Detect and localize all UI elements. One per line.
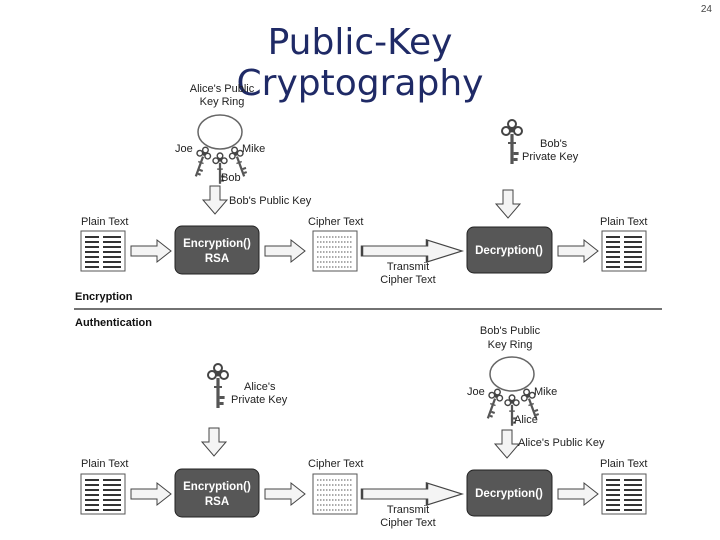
private-key-label-2: Private Key (231, 394, 288, 406)
encryption-box-algorithm: RSA (205, 253, 229, 265)
transmit-arrow-icon (360, 481, 464, 507)
plain-text-document-icon (80, 230, 126, 272)
encryption-box-algorithm: RSA (205, 496, 229, 508)
encryption-box (174, 468, 260, 518)
transmit-arrow-icon (360, 238, 464, 264)
cipher-text-document-icon (312, 230, 358, 272)
cipher-text-label: Cipher Text (308, 458, 363, 470)
right-arrow-icon (557, 239, 599, 263)
slide-title: Public-Key Cryptography (236, 22, 484, 104)
cipher-text-document-icon (312, 473, 358, 515)
right-arrow-icon (264, 482, 306, 506)
down-arrow-icon (495, 189, 521, 219)
key-ring-key-left: Joe (175, 143, 193, 155)
plain-text-output-document-icon (601, 230, 647, 272)
plain-text-output-label: Plain Text (600, 458, 648, 470)
plain-text-output-document-icon (601, 473, 647, 515)
private-key-label-1: Alice's (244, 381, 276, 393)
public-key-label: Bob's Public Key (229, 195, 312, 207)
key-ring-title-1: Bob's Public (480, 325, 541, 337)
encryption-box (174, 225, 260, 275)
down-arrow-icon (202, 185, 228, 215)
encryption-section: Alice's Public Key Ring Joe Mike Bob Bob… (75, 83, 648, 303)
key-ring-key-bottom: Bob (221, 172, 241, 184)
transmit-label-1: Transmit (387, 504, 429, 516)
authentication-section: Authentication Alice's Private Key Bob's… (75, 317, 648, 529)
decryption-box-label: Decryption() (475, 245, 543, 257)
private-key-icon (207, 363, 229, 409)
key-ring-title-2: Key Ring (200, 96, 245, 108)
private-key-icon (501, 119, 523, 165)
key-ring-title-1: Alice's Public (190, 83, 255, 95)
cipher-text-label: Cipher Text (308, 216, 363, 228)
right-arrow-icon (557, 482, 599, 506)
plain-text-document-icon (80, 473, 126, 515)
public-key-label: Alice's Public Key (518, 437, 605, 449)
decryption-box-label: Decryption() (475, 488, 543, 500)
encryption-section-label: Encryption (75, 291, 133, 303)
decryption-box (466, 226, 553, 274)
private-key-label-2: Private Key (522, 151, 579, 163)
down-arrow-icon (201, 427, 227, 457)
encryption-box-label: Encryption() (183, 238, 251, 250)
private-key-label-1: Bob's (540, 138, 568, 150)
transmit-label-2: Cipher Text (380, 517, 435, 529)
plain-text-output-label: Plain Text (600, 216, 648, 228)
key-ring-key-left: Joe (467, 386, 485, 398)
decryption-box (466, 469, 553, 517)
key-ring-key-right: Mike (534, 386, 557, 398)
encryption-box-label: Encryption() (183, 481, 251, 493)
key-ring-key-bottom: Alice (514, 414, 538, 426)
transmit-label-2: Cipher Text (380, 274, 435, 286)
key-ring-key-right: Mike (242, 143, 265, 155)
transmit-label-1: Transmit (387, 261, 429, 273)
authentication-section-label: Authentication (75, 317, 152, 329)
plain-text-label: Plain Text (81, 458, 129, 470)
right-arrow-icon (264, 239, 306, 263)
plain-text-label: Plain Text (81, 216, 129, 228)
right-arrow-icon (130, 239, 172, 263)
down-arrow-icon (494, 429, 520, 459)
right-arrow-icon (130, 482, 172, 506)
page-number: 24 (700, 4, 712, 15)
key-ring-title-2: Key Ring (488, 339, 533, 351)
